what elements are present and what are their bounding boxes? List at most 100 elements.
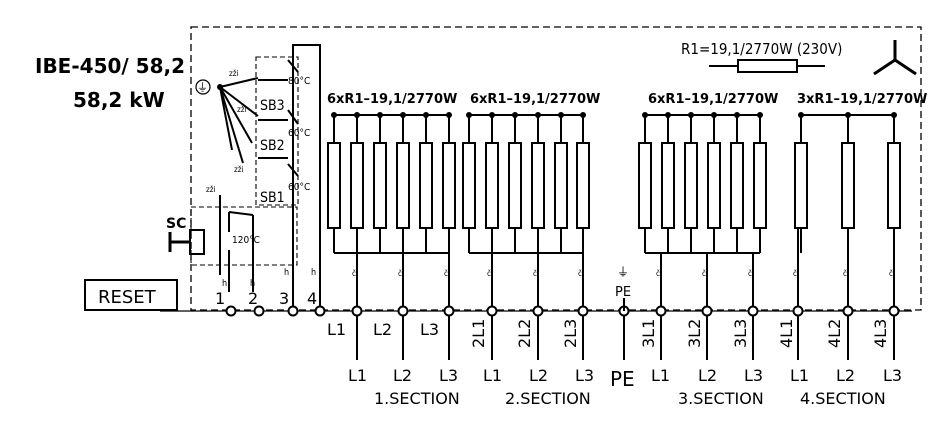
outer-terminal-label: L2 bbox=[698, 366, 717, 385]
outer-terminal-label: L1 bbox=[483, 366, 502, 385]
heating-element bbox=[576, 142, 590, 229]
heating-element bbox=[373, 142, 387, 229]
heating-element bbox=[327, 142, 341, 229]
control-terminal bbox=[253, 305, 265, 317]
wire-marker: č bbox=[533, 268, 537, 278]
svg-text:zži: zži bbox=[206, 185, 216, 194]
svg-text:h: h bbox=[250, 279, 255, 289]
main-terminal bbox=[792, 305, 804, 317]
main-terminal bbox=[532, 305, 544, 317]
wire-marker: č bbox=[578, 268, 582, 278]
main-terminal bbox=[577, 305, 589, 317]
heating-element bbox=[638, 142, 652, 229]
outer-terminal-label: L3 bbox=[575, 366, 594, 385]
wire-marker: č bbox=[352, 268, 356, 278]
wire-marker: č bbox=[656, 268, 660, 278]
inner-terminal-label: 2L1 bbox=[469, 319, 488, 348]
main-terminal bbox=[655, 305, 667, 317]
pe-earth-icon: ⏚ bbox=[617, 265, 629, 279]
group-label: 6xR1–19,1/2770W bbox=[327, 92, 457, 107]
outer-terminal-label: L2 bbox=[529, 366, 548, 385]
section-label-2: 2.SECTION bbox=[505, 389, 591, 408]
control-terminal bbox=[314, 305, 326, 317]
main-terminal bbox=[486, 305, 498, 317]
inner-label-l3: L3 bbox=[420, 320, 439, 339]
svg-text:80°C: 80°C bbox=[288, 76, 310, 87]
star-connection-icon bbox=[873, 40, 917, 76]
wire-marker: č bbox=[793, 268, 797, 278]
svg-text:120°C: 120°C bbox=[232, 235, 260, 246]
heating-element bbox=[707, 142, 721, 229]
main-terminal bbox=[747, 305, 759, 317]
inner-terminal-label: 2L3 bbox=[561, 319, 580, 348]
heating-element bbox=[753, 142, 767, 229]
enclosure-frame bbox=[190, 26, 922, 311]
heating-element bbox=[350, 142, 364, 229]
outer-terminal-label: L2 bbox=[393, 366, 412, 385]
control-terminal bbox=[225, 305, 237, 317]
wire-marker: č bbox=[444, 268, 448, 278]
inner-terminal-label: 4L2 bbox=[825, 319, 844, 348]
wire-marker: č bbox=[889, 268, 893, 278]
inner-terminal-label: 2L2 bbox=[515, 319, 534, 348]
outer-terminal-label: L1 bbox=[651, 366, 670, 385]
heating-element bbox=[730, 142, 744, 229]
reset-label: RESET bbox=[98, 287, 157, 308]
main-terminal bbox=[701, 305, 713, 317]
sc-label: SC bbox=[166, 216, 186, 232]
terminal-number: 2 bbox=[248, 289, 258, 308]
sb1-label: SB1 bbox=[260, 190, 285, 206]
heating-element bbox=[887, 142, 901, 229]
outer-terminal-label: PE bbox=[610, 367, 635, 391]
inner-label-pe: PE bbox=[615, 285, 631, 300]
heating-element bbox=[485, 142, 499, 229]
outer-terminal-label: L2 bbox=[836, 366, 855, 385]
main-terminal bbox=[842, 305, 854, 317]
inner-terminal-label: 4L1 bbox=[777, 319, 796, 348]
sb2-label: SB2 bbox=[260, 138, 285, 154]
wire-marker: č bbox=[487, 268, 491, 278]
heating-element bbox=[419, 142, 433, 229]
section-label-3: 3.SECTION bbox=[678, 389, 764, 408]
section-label-1: 1.SECTION bbox=[374, 389, 460, 408]
resistor-spec: R1=19,1/2770W (230V) bbox=[681, 40, 842, 58]
terminal-number: 4 bbox=[307, 289, 317, 308]
heating-element bbox=[508, 142, 522, 229]
power-label: 58,2 kW bbox=[73, 88, 165, 112]
inner-terminal-label: 3L3 bbox=[731, 319, 750, 348]
main-terminal bbox=[888, 305, 900, 317]
group-label: 6xR1–19,1/2770W bbox=[648, 92, 778, 107]
inner-label-l2: L2 bbox=[373, 320, 392, 339]
svg-text:h: h bbox=[311, 268, 316, 278]
svg-text:zži: zži bbox=[229, 69, 239, 78]
svg-text:h: h bbox=[222, 279, 227, 289]
model-label: IBE-450/ 58,2 bbox=[35, 54, 185, 78]
heating-element bbox=[396, 142, 410, 229]
outer-terminal-label: L3 bbox=[744, 366, 763, 385]
section-label-4: 4.SECTION bbox=[800, 389, 886, 408]
svg-text:zži: zži bbox=[234, 165, 244, 174]
heating-element bbox=[531, 142, 545, 229]
reset-button bbox=[84, 279, 178, 311]
outer-terminal-label: L1 bbox=[790, 366, 809, 385]
main-terminal bbox=[397, 305, 409, 317]
svg-text:h: h bbox=[284, 268, 289, 278]
outer-terminal-label: L3 bbox=[439, 366, 458, 385]
group-label: 6xR1–19,1/2770W bbox=[470, 92, 600, 107]
heating-element bbox=[841, 142, 855, 229]
heating-element bbox=[554, 142, 568, 229]
terminal-number: 1 bbox=[215, 289, 225, 308]
main-terminal bbox=[351, 305, 363, 317]
svg-text:60°C: 60°C bbox=[288, 128, 310, 139]
inner-terminal-label: 3L2 bbox=[685, 319, 704, 348]
wire-marker: č bbox=[398, 268, 402, 278]
outer-terminal-label: L3 bbox=[883, 366, 902, 385]
control-terminal bbox=[287, 305, 299, 317]
earth-icon: ⏚ bbox=[197, 81, 208, 94]
heating-element bbox=[462, 142, 476, 229]
inner-terminal-label: 4L3 bbox=[871, 319, 890, 348]
resistor-symbol bbox=[709, 59, 825, 73]
